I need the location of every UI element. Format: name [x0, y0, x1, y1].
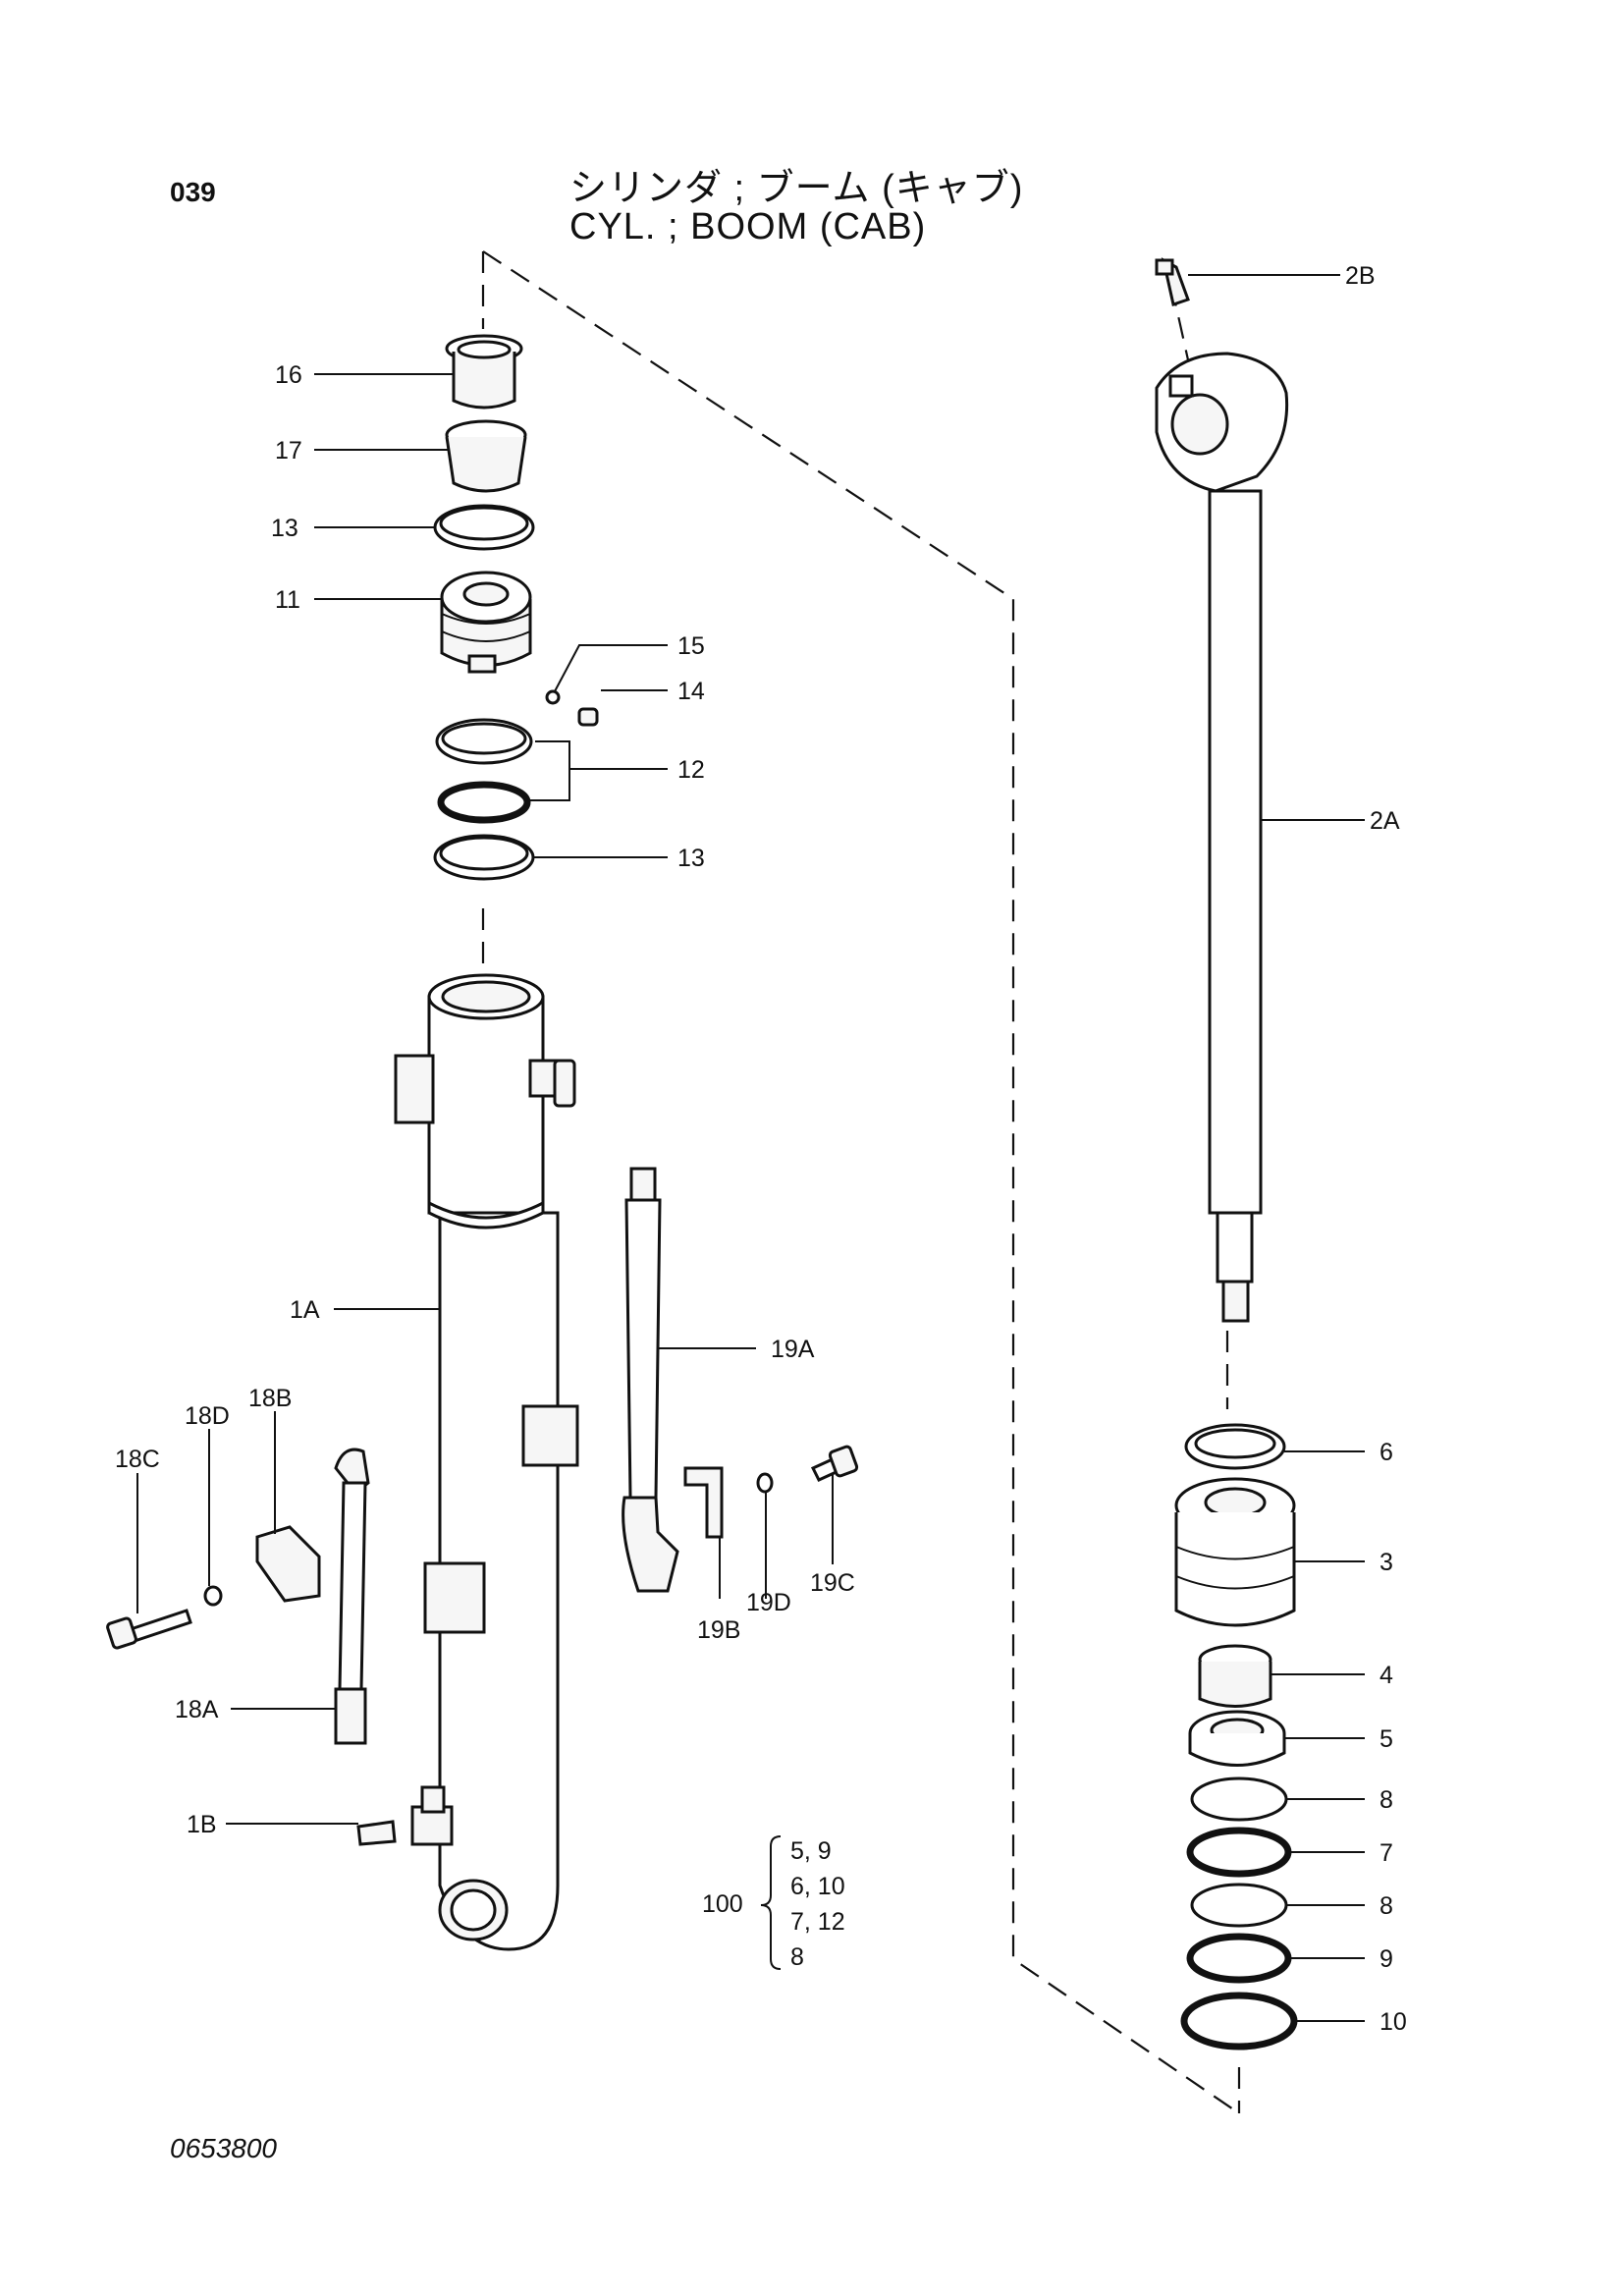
- callout-17: 17: [275, 437, 302, 465]
- part-16-bushing: [445, 334, 523, 410]
- part-6-ring: [1184, 1423, 1286, 1470]
- page-number: 039: [170, 177, 216, 207]
- callout-19C: 19C: [810, 1569, 855, 1597]
- part-18B-bracket: [255, 1525, 321, 1603]
- part-7-ring: [1186, 1827, 1292, 1878]
- callout-18B: 18B: [248, 1385, 292, 1412]
- callout-18A: 18A: [175, 1696, 219, 1723]
- part-1B-grease-fitting: [356, 1785, 454, 1846]
- kit-row-1: 5, 9: [790, 1837, 832, 1865]
- callout-19D: 19D: [746, 1589, 791, 1616]
- callout-3: 3: [1380, 1549, 1393, 1576]
- title-english: CYL. ; BOOM (CAB): [569, 206, 927, 247]
- part-18D-washer: [203, 1585, 223, 1607]
- callout-8-lower: 8: [1380, 1892, 1393, 1920]
- part-14-set-screw: [577, 707, 599, 727]
- part-13-ring-upper: [433, 504, 535, 551]
- callout-16: 16: [275, 361, 302, 389]
- title-japanese: シリンダ ; ブーム (キャブ): [569, 168, 1024, 209]
- part-2A-piston-rod: [1155, 352, 1289, 1323]
- part-12-seal-set: [435, 718, 533, 824]
- callout-8-upper: 8: [1380, 1786, 1393, 1814]
- callout-1A: 1A: [290, 1296, 320, 1324]
- part-13-ring-lower: [433, 834, 535, 881]
- part-5-ring: [1188, 1710, 1286, 1767]
- part-2B-grease-nipple: [1155, 257, 1190, 306]
- callout-15: 15: [677, 632, 705, 660]
- tube-clamp-block: [423, 1561, 486, 1634]
- part-8-ring-lower: [1190, 1883, 1288, 1928]
- part-15-ball: [545, 689, 561, 705]
- callout-2A: 2A: [1370, 807, 1400, 835]
- part-19B-bracket: [683, 1466, 724, 1539]
- part-19D-washer: [756, 1472, 774, 1494]
- part-19C-bolt: [810, 1445, 859, 1482]
- callout-18D: 18D: [185, 1402, 230, 1430]
- callout-9: 9: [1380, 1945, 1393, 1973]
- callout-6: 6: [1380, 1439, 1393, 1466]
- drawing-number: 0653800: [170, 2133, 278, 2163]
- part-4-bushing: [1198, 1644, 1272, 1708]
- kit-row-2: 6, 10: [790, 1873, 845, 1900]
- callout-19B: 19B: [697, 1616, 740, 1644]
- kit-row-3: 7, 12: [790, 1908, 845, 1936]
- leader-lines-left: [136, 373, 834, 1825]
- part-9-ring: [1186, 1933, 1292, 1984]
- kit-number: 100: [702, 1890, 743, 1918]
- part-19A-hose: [521, 1167, 679, 1593]
- callout-18C: 18C: [115, 1446, 160, 1473]
- kit-row-4: 8: [790, 1943, 804, 1971]
- callout-4: 4: [1380, 1662, 1393, 1689]
- part-18C-bolt: [106, 1609, 192, 1650]
- callout-7: 7: [1380, 1839, 1393, 1867]
- callout-10: 10: [1380, 2008, 1407, 2036]
- callout-19A: 19A: [771, 1336, 815, 1363]
- part-1A-cylinder-tube: [394, 973, 576, 1951]
- part-3-piston: [1174, 1477, 1296, 1627]
- part-18A-hose: [334, 1448, 370, 1745]
- callout-14: 14: [677, 678, 705, 705]
- callout-12: 12: [677, 756, 705, 784]
- assembly-line-top: [482, 250, 1240, 2114]
- callout-1B: 1B: [187, 1811, 217, 1838]
- callout-5: 5: [1380, 1725, 1393, 1753]
- part-17-bushing: [445, 419, 527, 493]
- part-11-cylinder-head: [440, 571, 532, 674]
- callout-2B: 2B: [1345, 262, 1376, 290]
- leader-lines-right: [1188, 274, 1365, 2022]
- part-8-ring-upper: [1190, 1777, 1288, 1822]
- callout-13-lower: 13: [677, 845, 705, 872]
- part-10-ring: [1180, 1992, 1298, 2050]
- kit-brace: [760, 1835, 782, 1970]
- callout-11: 11: [275, 586, 300, 614]
- callout-13-upper: 13: [271, 515, 298, 542]
